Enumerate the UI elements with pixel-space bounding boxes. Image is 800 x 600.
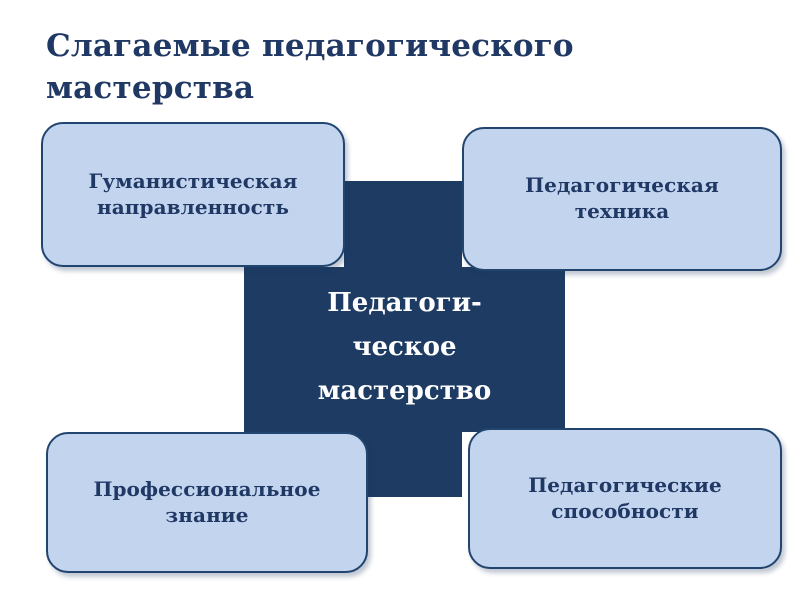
node-box-pedagogical-technique[interactable]: Педагогическая техника — [462, 127, 782, 271]
node-box-label: Гуманистическая направленность — [88, 168, 298, 219]
center-node-label-line-1: Педагоги- — [327, 288, 482, 318]
node-box-label: Педагогическая техника — [525, 173, 719, 223]
node-box-label: Педагогические способности — [528, 472, 722, 523]
node-box-label: Профессиональное знание — [93, 476, 321, 527]
node-box-professional-knowledge[interactable]: Профессиональное знание — [46, 432, 368, 573]
node-box-pedagogical-abilities[interactable]: Педагогические способности — [468, 428, 782, 569]
center-cross-horizontal-bar — [244, 267, 565, 432]
center-node-label-line-3: мастерство — [317, 376, 492, 406]
center-node-label-line-2: ческое — [352, 332, 457, 362]
center-node-label: Педагоги- ческое мастерство — [244, 262, 565, 432]
node-box-humanistic-orientation[interactable]: Гуманистическая направленность — [41, 122, 345, 267]
slide-title: Слагаемые педагогического мастерства — [46, 28, 574, 106]
